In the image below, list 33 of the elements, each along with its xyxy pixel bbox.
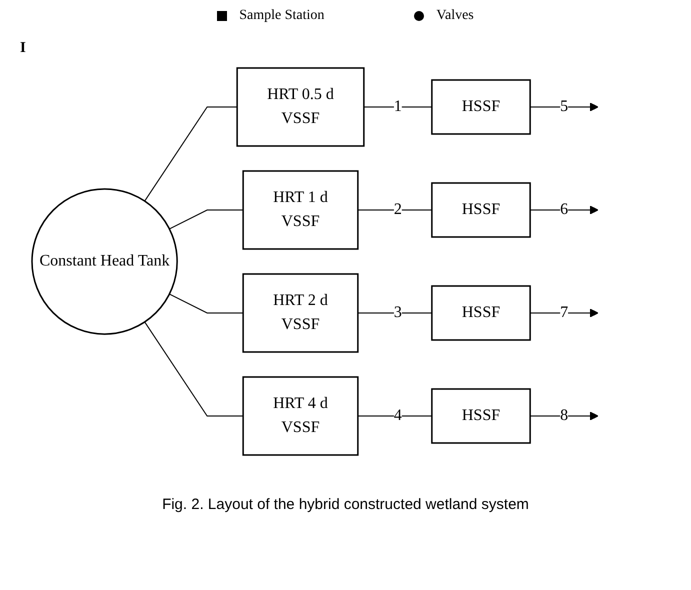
edge-label: 7 (560, 304, 569, 320)
arrow (530, 308, 599, 317)
arrow (530, 205, 599, 214)
arrow (530, 411, 599, 420)
node-box: HRT 4 d VSSF (242, 376, 360, 456)
connector (144, 320, 244, 416)
connector (169, 209, 244, 229)
callout-number: I (20, 40, 26, 57)
legend-label: Sample Station (239, 8, 324, 24)
node-box: HRT 2 d VSSF (242, 272, 360, 352)
arrow (530, 102, 599, 111)
edge-label: 5 (560, 98, 569, 114)
node-box: HRT 0.5 d VSSF (236, 66, 366, 146)
edge-label: 4 (394, 406, 402, 424)
node-box: HSSF (432, 388, 532, 444)
connector (358, 312, 433, 313)
connector (358, 415, 433, 416)
edge-label: 2 (394, 200, 402, 218)
node-box: HSSF (432, 284, 532, 340)
connector (144, 106, 238, 202)
connector (358, 209, 433, 210)
edge-label: 8 (560, 406, 569, 424)
edge-label: 6 (560, 200, 569, 218)
edge-label: 1 (394, 98, 402, 114)
connector (169, 293, 244, 313)
node-circle: Constant Head Tank (32, 188, 178, 334)
node-box: HRT 1 d VSSF (242, 170, 360, 250)
node-box: HSSF (432, 182, 532, 238)
edge-label: 3 (394, 304, 402, 320)
figure-caption: Fig. 2. Layout of the hybrid constructed wetland system (161, 496, 530, 513)
node-box: HSSF (432, 78, 532, 134)
connector (364, 106, 433, 107)
legend-label: Valves (436, 8, 474, 24)
